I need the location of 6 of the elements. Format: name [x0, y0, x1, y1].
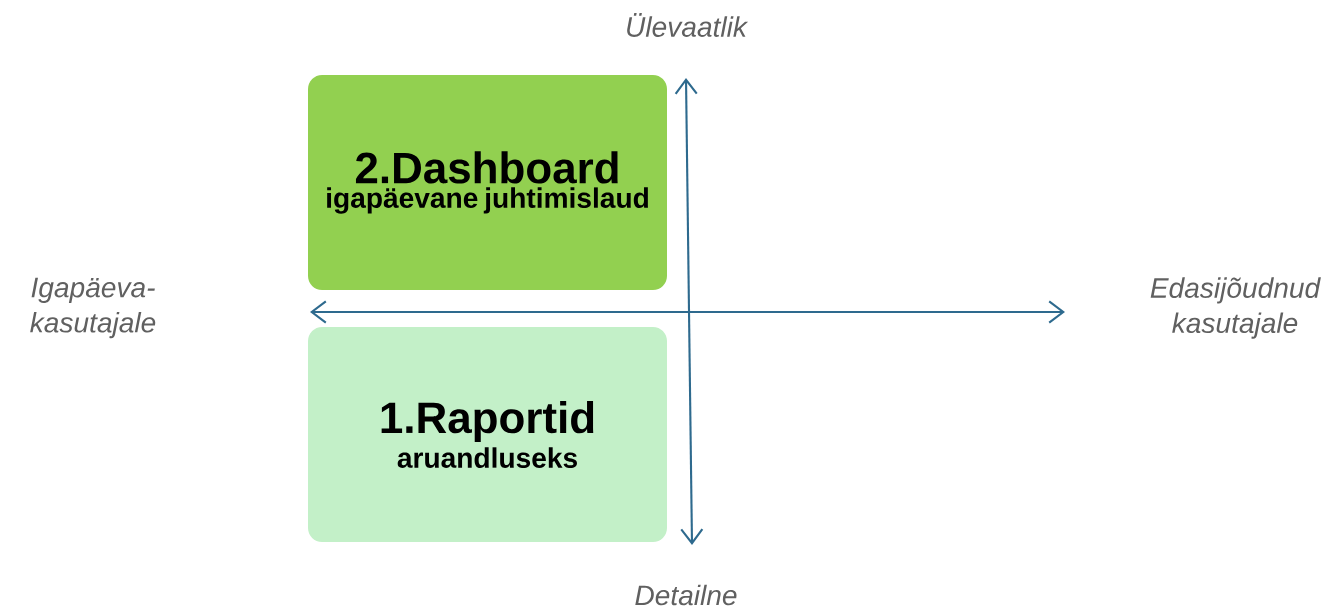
axis-label: Igapäeva-kasutajale [30, 277, 156, 339]
axis-label: Ülevaatlik [627, 13, 749, 37]
quadrant-box: 2.Dashboard igapäevane juhtimislaud [308, 75, 667, 290]
axis-label: Detailne [635, 584, 737, 606]
axis-label: Edasijõudnud kasutajale [1150, 277, 1321, 339]
quadrant-box: 1.Raportid aruandluseks [308, 327, 667, 542]
